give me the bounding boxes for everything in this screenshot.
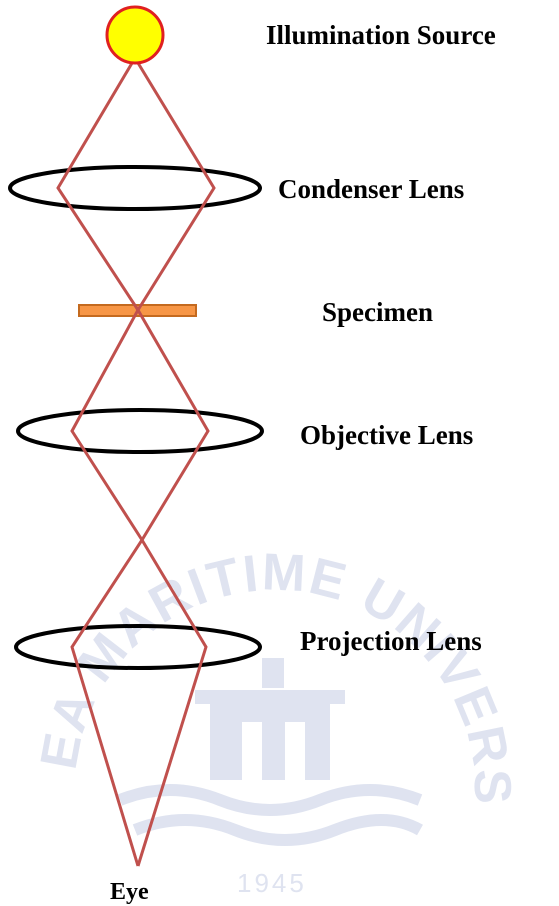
ray-right — [133, 57, 216, 867]
light-rays — [56, 57, 216, 867]
objective-lens-label: Objective Lens — [300, 420, 474, 450]
watermark-year: 1945 — [237, 868, 307, 898]
eye-label: Eye — [110, 879, 149, 905]
watermark-emblem — [195, 658, 345, 780]
condenser-lens — [8, 165, 262, 211]
ray-left — [56, 57, 144, 867]
watermark-arc-text: KOREA MARITIME UNIVERSITY — [0, 0, 519, 806]
specimen-label: Specimen — [322, 297, 433, 327]
objective-lens — [16, 408, 264, 454]
projection-lens — [14, 624, 262, 670]
condenser-lens-label: Condenser Lens — [278, 174, 465, 204]
projection-lens-label: Projection Lens — [300, 626, 482, 656]
illumination-source — [105, 5, 165, 65]
illumination-source-label: Illumination Source — [266, 20, 496, 50]
watermark-waves — [117, 784, 423, 846]
